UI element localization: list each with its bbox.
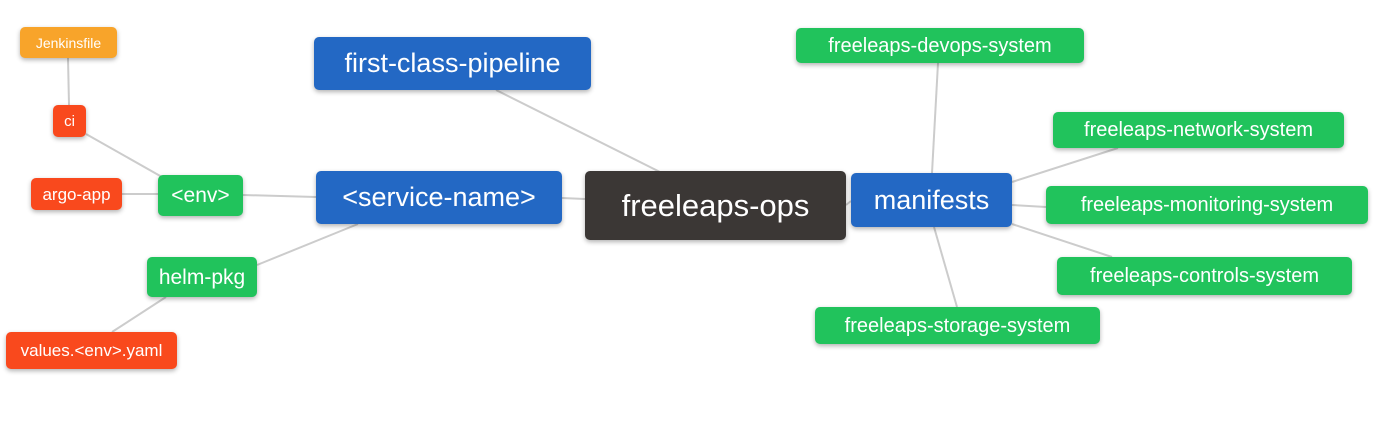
edge-jenkinsfile-to-ci <box>67 57 70 106</box>
edge-manifests-to-freeleaps-monitoring-system <box>1011 204 1047 208</box>
edge-first-class-pipeline-to-freeleaps-ops <box>495 89 661 173</box>
node-freeleaps-monitoring-system[interactable]: freeleaps-monitoring-system <box>1046 186 1368 224</box>
node-freeleaps-ops[interactable]: freeleaps-ops <box>585 171 846 240</box>
edge-manifests-to-freeleaps-devops-system <box>931 62 939 174</box>
edge-helm-pkg-to-service-name <box>256 223 359 266</box>
edge-service-name-to-freeleaps-ops <box>561 197 586 200</box>
node-jenkinsfile[interactable]: Jenkinsfile <box>20 27 117 58</box>
node-argo-app[interactable]: argo-app <box>31 178 122 210</box>
node-freeleaps-controls-system[interactable]: freeleaps-controls-system <box>1057 257 1352 295</box>
node-env[interactable]: <env> <box>158 175 243 216</box>
edge-manifests-to-freeleaps-storage-system <box>933 226 958 308</box>
edge-ci-to-env <box>85 133 163 178</box>
node-service-name[interactable]: <service-name> <box>316 171 562 224</box>
node-freeleaps-devops-system[interactable]: freeleaps-devops-system <box>796 28 1084 63</box>
edge-manifests-to-freeleaps-controls-system <box>1011 223 1113 258</box>
node-ci[interactable]: ci <box>53 105 86 137</box>
node-helm-pkg[interactable]: helm-pkg <box>147 257 257 297</box>
node-first-class-pipeline[interactable]: first-class-pipeline <box>314 37 591 90</box>
node-manifests[interactable]: manifests <box>851 173 1012 227</box>
node-freeleaps-storage-system[interactable]: freeleaps-storage-system <box>815 307 1100 344</box>
edge-freeleaps-ops-to-manifests <box>845 200 852 206</box>
edge-env-to-service-name <box>242 194 317 198</box>
node-values-env-yaml[interactable]: values.<env>.yaml <box>6 332 177 369</box>
node-freeleaps-network-system[interactable]: freeleaps-network-system <box>1053 112 1344 148</box>
edge-manifests-to-freeleaps-network-system <box>1011 147 1119 183</box>
edge-helm-pkg-to-values-env-yaml <box>111 296 167 333</box>
